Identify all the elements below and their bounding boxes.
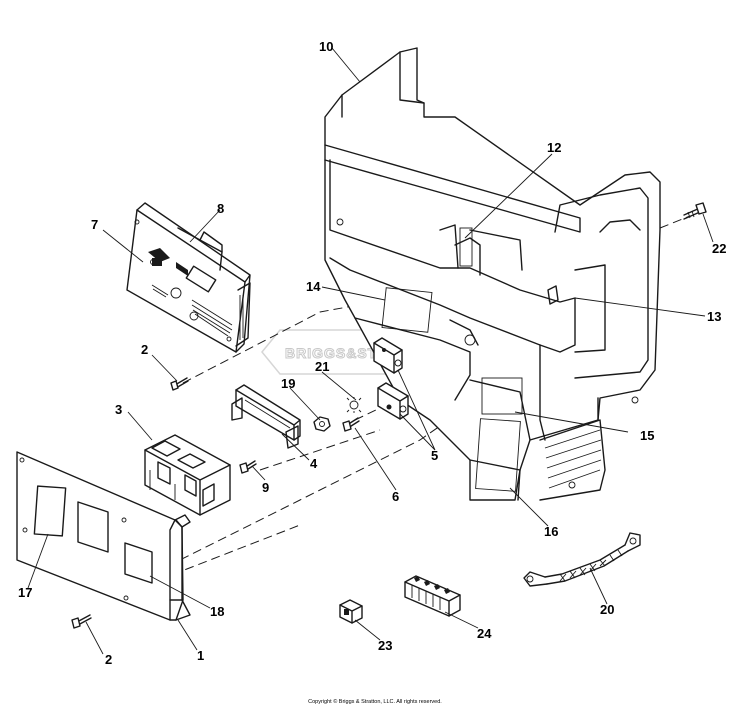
callout-15: 15 — [640, 428, 654, 443]
housing-part-10 — [324, 47, 661, 501]
screw-part-6 — [342, 417, 360, 432]
ground-strap-part-20 — [523, 532, 641, 587]
callout-10: 10 — [319, 39, 333, 54]
copyright-notice: Copyright © Briggs & Stratton, LLC. All … — [308, 699, 442, 705]
bracket-part-4 — [231, 384, 301, 449]
callout-2-upper: 2 — [141, 342, 148, 357]
callout-9: 9 — [262, 480, 269, 495]
callout-14: 14 — [306, 279, 321, 294]
callout-13: 13 — [707, 309, 721, 324]
screw-part-2-lower — [71, 614, 92, 629]
callout-19: 19 — [281, 376, 295, 391]
callout-24: 24 — [477, 626, 492, 641]
callout-8: 8 — [217, 201, 224, 216]
callout-7: 7 — [91, 217, 98, 232]
screw-part-9 — [239, 460, 257, 474]
front-panel-part-1 — [16, 451, 191, 621]
callout-16: 16 — [544, 524, 558, 539]
callout-2-lower: 2 — [105, 652, 112, 667]
terminal-strip-part-24 — [404, 575, 461, 617]
screw-part-22 — [683, 202, 707, 220]
terminal-part-5 — [373, 337, 409, 420]
nut-part-19 — [313, 416, 331, 432]
callout-6: 6 — [392, 489, 399, 504]
callout-22: 22 — [712, 241, 726, 256]
callout-4: 4 — [310, 456, 318, 471]
callout-21: 21 — [315, 359, 329, 374]
leader-lines — [27, 47, 714, 655]
callout-5: 5 — [431, 448, 438, 463]
connector-part-23 — [339, 599, 363, 624]
screw-part-2-upper — [170, 377, 189, 391]
callout-1: 1 — [197, 648, 204, 663]
callout-3: 3 — [115, 402, 122, 417]
callout-23: 23 — [378, 638, 392, 653]
callout-18: 18 — [210, 604, 224, 619]
callout-labels: 10 12 13 14 15 16 7 8 2 21 19 3 4 5 9 6 … — [18, 39, 726, 667]
breaker-part-3 — [144, 434, 231, 516]
callout-17: 17 — [18, 585, 32, 600]
callout-20: 20 — [600, 602, 614, 617]
control-panel-part-8 — [126, 202, 251, 353]
washer-part-21 — [346, 397, 362, 413]
callout-12: 12 — [547, 140, 561, 155]
